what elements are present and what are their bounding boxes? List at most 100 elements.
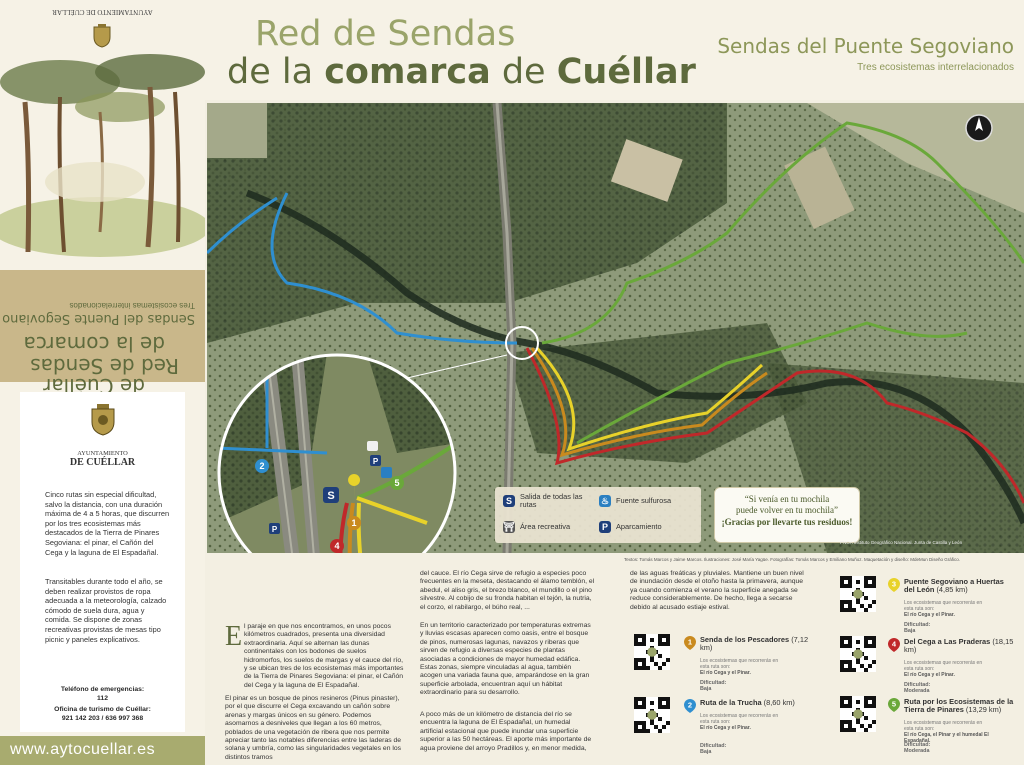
- route-length: (4,85 km): [936, 585, 968, 595]
- svg-text:1: 1: [688, 638, 692, 647]
- route-4-trail[interactable]: [525, 347, 1024, 504]
- qr-code[interactable]: [840, 696, 876, 732]
- route-difficulty: Dificultad: Baja: [904, 622, 931, 634]
- start-point-icon[interactable]: S: [323, 487, 339, 503]
- inset-marker-label: 4: [334, 541, 339, 551]
- legend-start-label: Salida de todas las rutas: [520, 492, 583, 509]
- river-cega: [245, 189, 1024, 525]
- route-name: Ruta por los Ecosistemas de la Tierra de…: [904, 697, 1014, 715]
- emergency-label: Teléfono de emergencias:: [60, 686, 145, 693]
- title-part-b: comarca: [324, 52, 491, 92]
- route-3-trail[interactable]: [535, 346, 764, 452]
- highway-center: [495, 103, 514, 553]
- inset-pointer: [406, 354, 508, 379]
- legend-spring-label: Fuente sulfurosa: [616, 496, 672, 505]
- inset-marker-label: 1: [351, 518, 356, 528]
- tourism-label: Oficina de turismo de Cuéllar:: [54, 706, 151, 713]
- coat-of-arms-icon: [93, 24, 111, 48]
- route-difficulty: Dificultad: Baja: [700, 743, 727, 755]
- svg-text:3: 3: [892, 580, 896, 589]
- conditions-paragraph: Transitables durante todo el año, se deb…: [45, 577, 167, 644]
- route-ecosystems: El río Cega y el Pinar.: [700, 725, 751, 731]
- legend-recreation: ⛩ Área recreativa: [503, 521, 599, 533]
- field: [207, 103, 267, 158]
- inset-marker-label: 5: [394, 478, 399, 488]
- mirrored-title-line2: de la comarca: [23, 332, 165, 356]
- route-length: (18,15 km): [904, 637, 1014, 655]
- clearing: [610, 139, 683, 202]
- route-difficulty: Dificultad: Moderada: [904, 742, 931, 754]
- route-5-trail[interactable]: [576, 321, 968, 445]
- intro-paragraph: Cinco rutas sin especial dificultad, sal…: [45, 490, 170, 557]
- ayuntamiento-line1: AYUNTAMIENTO: [77, 450, 128, 457]
- mirrored-sub-small: Tres ecosistemas interrelacionados: [69, 301, 195, 310]
- text-col1-p2: El pinar es un bosque de pinos resineros…: [225, 695, 402, 761]
- inset-marker-label: 2: [259, 461, 264, 471]
- parking-legend-icon: P: [599, 521, 611, 533]
- subtitle: Sendas del Puente Segoviano: [717, 34, 1014, 58]
- inset-marker-5[interactable]: 5: [390, 476, 404, 490]
- parking-icon[interactable]: P: [370, 455, 381, 466]
- route-pin-icon: 4: [888, 638, 900, 652]
- route-length: (7,12 km): [700, 635, 809, 653]
- map-credit: PNOA Instituto Geográfico Nacional. Junt…: [840, 540, 963, 545]
- text-col3-p1: de las aguas freáticas y pluviales. Mant…: [630, 570, 804, 611]
- route-name-text: Ruta por los Ecosistemas de la Tierra de…: [904, 697, 1014, 715]
- svg-text:P: P: [373, 457, 379, 466]
- mirrored-title-block: Tres ecosistemas interrelacionados Senda…: [0, 270, 205, 398]
- tourism-phone[interactable]: 921 142 203 / 636 997 368: [61, 715, 144, 722]
- route-length: (8,60 km): [763, 698, 795, 707]
- inset-marker-1[interactable]: 1: [347, 516, 361, 530]
- sulphur-spring-icon[interactable]: [381, 467, 392, 478]
- route-2-trail[interactable]: [270, 192, 518, 345]
- header: Red de Sendas de la comarca de Cuéllar S…: [205, 0, 1024, 100]
- drop-cap: E: [225, 621, 243, 652]
- qr-code[interactable]: [634, 634, 670, 670]
- route-difficulty: Dificultad: Baja: [700, 680, 727, 692]
- parking-icon[interactable]: P: [269, 523, 280, 534]
- route-name-text: Ruta de la Trucha: [700, 698, 762, 707]
- aerial-trail-map[interactable]: 2 1 4 5 S P P: [207, 103, 1024, 553]
- route-pin-icon: 5: [888, 698, 900, 712]
- spring-icon: ♨: [599, 495, 611, 507]
- route-difficulty: Dificultad: Moderada: [904, 682, 931, 694]
- legend-parking-label: Aparcamiento: [616, 522, 662, 531]
- title-part-a: de la: [227, 52, 325, 92]
- qr-code[interactable]: [840, 576, 876, 612]
- left-panel: AYUNTAMIENTO DE CUÉLLAR Tres ecosistemas…: [0, 0, 205, 765]
- quote-line1: “Si venía en tu mochila: [744, 494, 830, 504]
- route-ecosystems: El río Cega, el Pinar y el humedal El Es…: [904, 732, 989, 744]
- credits: Textos: Tomás Marcos y Jaime Marcos. Ilu…: [624, 557, 961, 562]
- legend-start: S Salida de todas las rutas: [503, 493, 599, 509]
- title-part-c: de: [490, 52, 557, 92]
- pine-forest-illustration: [0, 52, 205, 257]
- route-name-text: Del Cega a Las Praderas: [904, 637, 991, 646]
- qr-code[interactable]: [840, 636, 876, 672]
- route-ecosystems: El río Cega y el Pinar.: [904, 612, 955, 618]
- inset-marker-4[interactable]: 4: [330, 539, 344, 553]
- route-5-trail[interactable]: [541, 121, 1024, 345]
- legend-spring: ♨ Fuente sulfurosa: [599, 495, 699, 507]
- qr-code[interactable]: [634, 697, 670, 733]
- legend-parking: P Aparcamiento: [599, 521, 699, 533]
- route-name-text: Senda de los Pescadores: [700, 635, 790, 644]
- route-ecosystems-label: Los ecosistemas que recorrerás en esta r…: [904, 660, 983, 672]
- title-line2: de la comarca de Cuéllar: [227, 52, 696, 92]
- route-ecosystems-label: Los ecosistemas que recorrerás en esta r…: [904, 600, 983, 612]
- route-ecosystems-label: Los ecosistemas que recorrerás en esta r…: [904, 720, 983, 732]
- svg-text:4: 4: [892, 640, 897, 649]
- route-1-trail[interactable]: [530, 347, 768, 458]
- forest-area: [207, 103, 727, 343]
- website-link[interactable]: www.aytocuellar.es: [10, 741, 156, 758]
- route-2-trail[interactable]: [207, 196, 278, 255]
- text-col2-p3: A poco más de un kilómetro de distancia …: [420, 711, 592, 752]
- zoom-inset[interactable]: [217, 353, 457, 553]
- svg-text:P: P: [272, 525, 278, 534]
- waste-quote: “Si venía en tu mochila puede volver en …: [714, 487, 860, 543]
- emergency-phone[interactable]: 112: [97, 695, 108, 702]
- map-legend: S Salida de todas las rutas ♨ Fuente sul…: [495, 487, 701, 543]
- text-col2-p2: En un territorio caracterizado por tempe…: [420, 622, 591, 697]
- start-icon: S: [503, 495, 515, 507]
- text-col2-p1: del cauce. El río Cega sirve de refugio …: [420, 570, 595, 611]
- inset-marker-2[interactable]: 2: [255, 459, 269, 473]
